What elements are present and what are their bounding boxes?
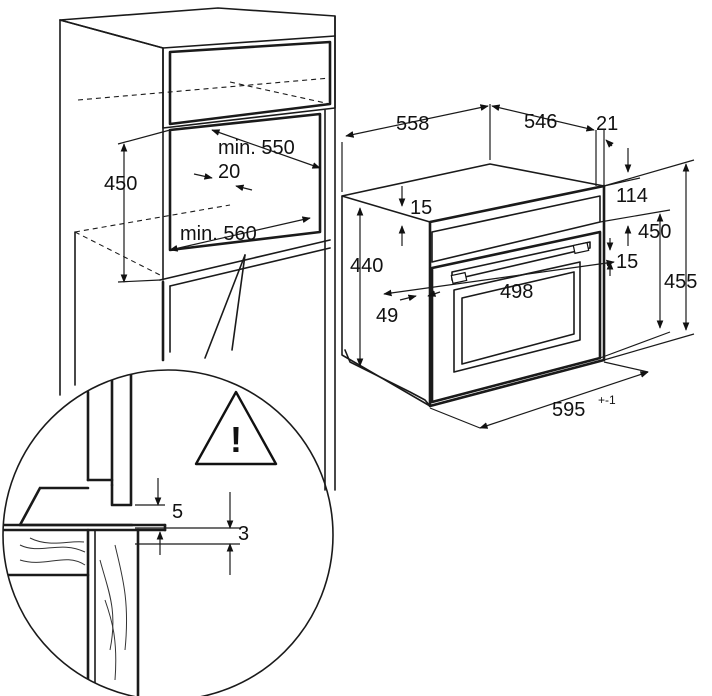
cabinet: 450 min. 550 20 min. 560 [59,7,336,491]
dim-niche-min-depth: min. 550 [218,137,295,159]
dim-detail-gap-2: 3 [238,523,249,545]
warning-triangle-icon: ! [194,390,278,466]
svg-text:!: ! [230,419,242,460]
dim-side-offset: 49 [376,305,398,327]
dim-front-thickness: 21 [596,113,618,135]
dim-oven-top-depth: 546 [524,111,557,133]
dim-total-width-tolerance: +-1 [598,393,616,407]
oven: 558 546 21 15 440 114 450 455 15 [341,104,697,429]
dim-inner-offset: 15 [616,251,638,273]
dim-top-panel-height: 114 [616,185,648,207]
detail-circle: 5 3 ! [2,369,334,696]
dim-inner-width: 498 [500,281,533,303]
dim-oven-side-depth: 558 [396,113,429,135]
dim-total-width: 595 [552,399,585,421]
dim-detail-gap: 5 [172,501,183,523]
dim-niche-min-width: min. 560 [180,223,257,245]
dim-niche-height: 450 [104,173,137,195]
dim-top-offset: 15 [410,197,432,219]
dim-side-height: 440 [350,255,383,277]
dim-front-height: 450 [638,221,671,243]
dim-niche-offset: 20 [218,161,240,183]
dim-total-height: 455 [664,271,697,293]
